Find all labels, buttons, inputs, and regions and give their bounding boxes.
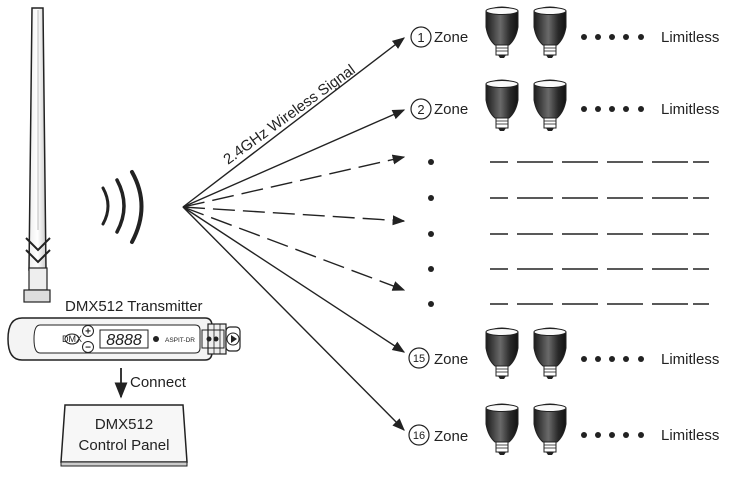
digit-display: 8888 — [106, 332, 142, 349]
zone-number-badge — [408, 347, 430, 369]
zone-number-badge — [410, 98, 432, 120]
zone-label: Zone — [434, 101, 468, 118]
bulb-icon — [485, 327, 519, 380]
zone-label: Zone — [434, 428, 468, 445]
ellipsis-dots — [581, 356, 644, 362]
bulb-icon — [533, 79, 567, 132]
zone-row-15: 15 Zone Limitless — [408, 327, 719, 380]
model-label: ASPIT-DR — [165, 337, 195, 344]
dmx-control-panel: DMX512 Control Panel — [60, 404, 188, 467]
bulb-icon — [485, 403, 519, 456]
zone-number: 2 — [417, 102, 424, 117]
ray-zone-1 — [182, 37, 406, 208]
ray-dashed-2 — [182, 206, 406, 226]
ellipsis-dots — [581, 432, 644, 438]
ray-zone-16 — [182, 206, 405, 431]
dmx-mode-button[interactable] — [64, 333, 80, 345]
ellipsis-dots — [581, 106, 644, 112]
minus-button[interactable] — [82, 341, 94, 353]
ellipsis-dots — [581, 34, 644, 40]
dmx-button-label: DMX — [62, 334, 82, 344]
zone-number-badge — [410, 26, 432, 48]
limitless-label: Limitless — [661, 427, 719, 444]
zone-number: 1 — [417, 30, 424, 45]
bulb-icon — [533, 6, 567, 59]
zone-label: Zone — [434, 29, 468, 46]
signal-rays — [182, 37, 406, 431]
limitless-label: Limitless — [661, 101, 719, 118]
plus-icon: + — [85, 327, 91, 338]
zone-number-badge — [408, 424, 430, 446]
placeholder-rows — [428, 159, 709, 307]
wireless-waves-icon — [101, 170, 144, 244]
zone-row-16: 16 Zone Limitless — [408, 403, 719, 456]
bulb-icon — [485, 79, 519, 132]
antenna — [23, 7, 51, 303]
zone-row-2: 2 Zone Limitless — [410, 79, 719, 132]
bulb-icon — [533, 327, 567, 380]
dmx-transmitter: DMX + − 8888 ASPIT-DR — [7, 317, 241, 361]
zone-number: 16 — [413, 430, 425, 442]
bulb-icon — [533, 403, 567, 456]
ray-dashed-1 — [182, 154, 406, 208]
signal-label: 2.4GHz Wireless Signal — [220, 61, 358, 168]
minus-icon: − — [85, 343, 91, 354]
control-panel-line1: DMX512 — [95, 416, 153, 433]
control-panel-line2: Control Panel — [79, 437, 170, 454]
zone-label: Zone — [434, 351, 468, 368]
ray-dashed-3 — [182, 206, 406, 291]
transmitter-label: DMX512 Transmitter — [65, 298, 203, 315]
limitless-label: Limitless — [661, 351, 719, 368]
connect-label: Connect — [130, 374, 187, 391]
ray-zone-2 — [182, 109, 406, 208]
ray-zone-15 — [182, 206, 406, 353]
zone-number: 15 — [413, 353, 425, 365]
zone-row-1: 1 Zone Limitless — [410, 6, 719, 59]
bulb-icon — [485, 6, 519, 59]
plus-button[interactable] — [82, 325, 94, 337]
limitless-label: Limitless — [661, 29, 719, 46]
